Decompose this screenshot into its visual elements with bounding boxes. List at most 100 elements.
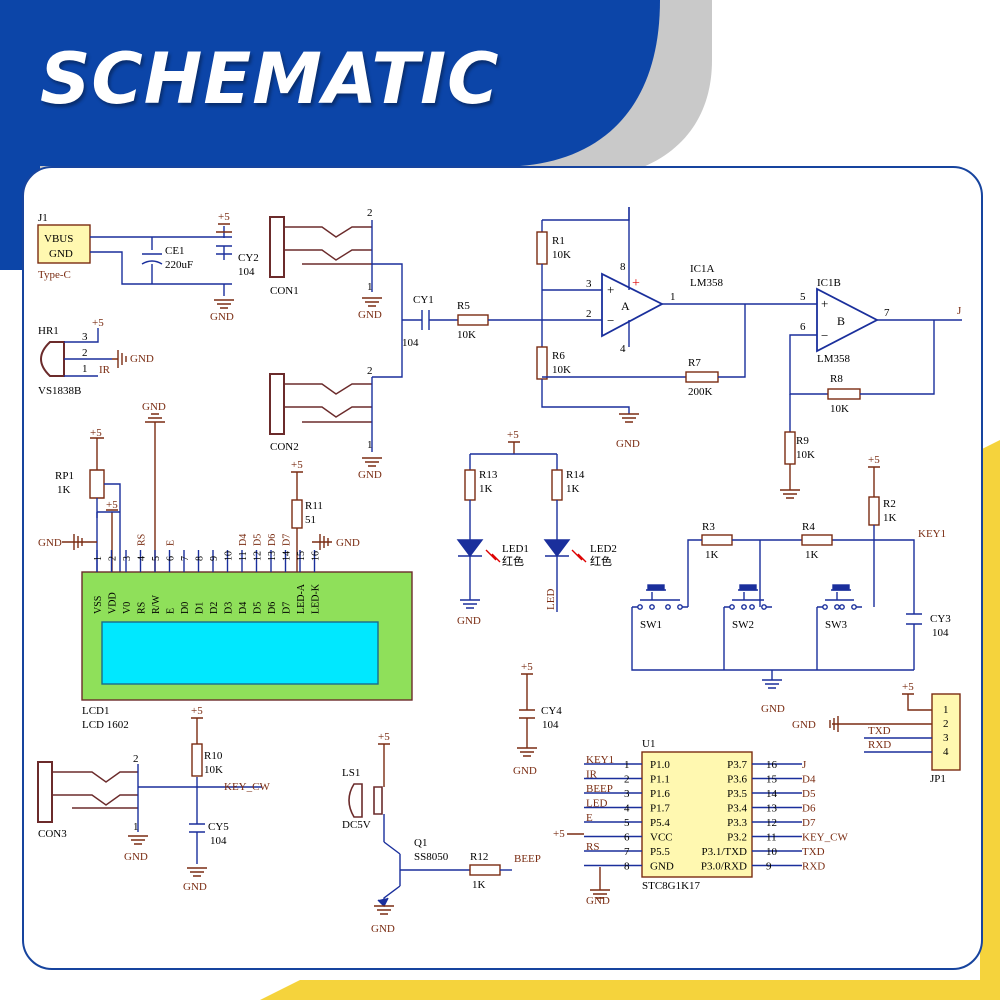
u1-net-right: D5 [802,788,816,800]
ir1-pin3: 3 [82,331,88,343]
lcd-pin-group: 1VSS2VDD3V04RSRS5R/W6EE7D08D19D210D311D4… [93,534,322,614]
lcd-pin-number: 4 [137,556,148,561]
j1-pin-vbus: VBUS [44,233,73,245]
u1-pin-number-right: 13 [766,803,778,815]
r11-value: 51 [305,514,316,526]
ce1-ref: CE1 [165,245,185,257]
u1-pin-name-left: VCC [650,832,673,844]
lcd-pin-number: 10 [224,551,235,561]
u1-pin-number-left: 5 [624,817,630,829]
lcd-pin-net: D7 [282,534,293,546]
ir1-net: IR [99,364,111,376]
ic1a-plus-sign: + [607,282,614,297]
ic1a-pin4: 4 [620,343,626,355]
u1-net-left: KEY1 [586,754,614,766]
j1-usb-connector: J1 VBUS GND Type-C [37,212,91,281]
r13-ref: R13 [479,469,498,481]
input-stage-wires [402,207,802,423]
u1-pin-number-right: 14 [766,788,778,800]
ir1-gnd: GND [130,353,154,365]
ic1b-plus-sign: + [821,296,828,311]
jp1-pin-number: 3 [943,732,949,744]
lcd-pin-number: 15 [296,551,307,561]
cy3-value: 104 [932,627,949,639]
r5-value: 10K [457,329,476,341]
con1-gnd: GND [358,309,382,321]
u1-net-left: LED [586,798,607,810]
r9-value: 10K [796,449,815,461]
ir1-ref: HR1 [38,325,59,337]
page-title: SCHEMATIC [40,38,500,120]
lcd-header-wires [62,413,332,572]
u1-pin-name-left: P1.6 [650,788,670,800]
u1-pin-name-right: P3.2 [727,832,747,844]
r12-net: BEEP [514,853,541,865]
lcd-pin-name: E [166,608,177,614]
u1-pin-number-left: 6 [624,832,630,844]
r10-net: KEY_CW [224,781,270,793]
lcd-pin-name: R/W [151,595,162,614]
con3-pin2: 2 [133,753,139,765]
r1-value: 10K [552,249,571,261]
j1-pin-gnd: GND [49,248,73,260]
r11-plus5: +5 [291,459,303,471]
con3-pin1: 1 [133,821,139,833]
ic1a-pin8: 8 [620,261,626,273]
con2-audio-jack [269,322,403,467]
q1-model: SS8050 [414,851,449,863]
lcd-pin-name: D3 [224,602,235,614]
lcd-pin-number: 6 [166,556,177,561]
u1-net-left: IR [586,769,598,781]
net-j-label: J [957,305,962,317]
rp1-value: 1K [57,484,71,496]
u1-pin-number-right: 12 [766,817,777,829]
u1-net-left: RS [586,841,599,853]
lcd-pin-number: 9 [209,556,220,561]
u1-pin-number-right: 15 [766,774,778,786]
r1-ref: R1 [552,235,565,247]
u1-pin-number-left: 1 [624,759,630,771]
u1-net-right: RXD [802,861,825,873]
u1-ref: U1 [642,738,655,750]
u1-net-right: D7 [802,817,816,829]
r9-ref: R9 [796,435,809,447]
u1-pin-name-left: P1.0 [650,759,670,771]
r7-ref: R7 [688,357,701,369]
power-input-wires [90,223,234,309]
cy5-value: 104 [210,835,227,847]
ic1b-ref: IC1B [817,277,841,289]
jp1-ref: JP1 [930,773,946,785]
u1-pin-name-left: GND [650,861,674,873]
lcd-pin-name: VDD [108,592,119,614]
u1-net-right: J [802,759,807,771]
cy4-plus5: +5 [521,661,533,673]
switch-label: SW3 [825,619,848,631]
u1-pin-number-right: 9 [766,861,772,873]
r6-value: 10K [552,364,571,376]
cy3-ref: CY3 [930,613,951,625]
keys-gnd: GND [761,703,785,715]
u1-pin-name-right: P3.0/RXD [701,861,747,873]
u1-pin-number-right: 10 [766,846,778,858]
u1-pin-name-right: P3.7 [727,759,747,771]
ir1-plus5: +5 [92,317,104,329]
switch-label: SW2 [732,619,754,631]
lcd-pin-number: 13 [267,551,278,561]
ic1a-minus-sign: − [607,313,614,328]
lcd-pin-number: 5 [151,556,162,561]
jp1-net-txd: TXD [868,725,891,737]
u1-pin-name-left: P5.4 [650,817,670,829]
lcd-pin-net: D6 [267,534,278,546]
u1-pin-name-right: P3.3 [727,817,747,829]
lcd-pin-name: D6 [267,602,278,614]
jp1-pin-number: 1 [943,704,949,716]
schematic-card: J1 VBUS GND Type-C CE1 220uF CY2 104 +5 … [22,166,983,970]
lcd-pin-number: 16 [311,551,322,561]
r13-value: 1K [479,483,493,495]
led1-ref: LED1 [502,543,529,555]
led1-color: 红色 [502,554,524,568]
cy5-gnd: GND [183,881,207,893]
u1-pin-number-right: 16 [766,759,778,771]
ic1a-label: A [621,299,630,313]
